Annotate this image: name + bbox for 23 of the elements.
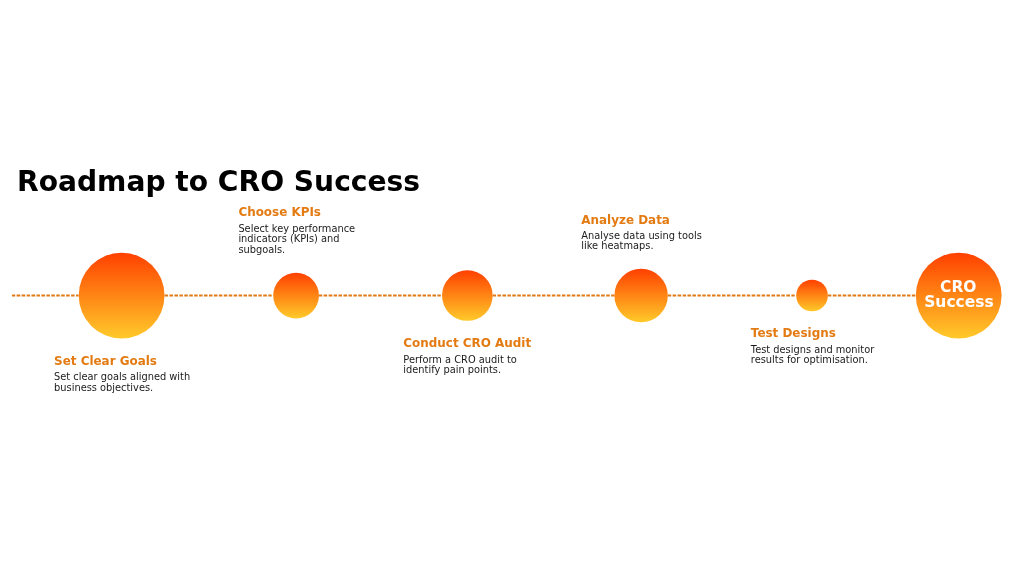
connector [828,294,916,297]
node-circle [78,252,165,338]
node-circle [273,272,319,318]
connector [492,294,615,297]
node-label: Perform a CRO audit to identify pain points. [403,353,517,375]
node-label: Analyse data using tools like heatmaps. [581,229,702,251]
node-circle [442,269,493,321]
connector [319,294,442,297]
node-label: Conduct CRO Audit [403,335,532,350]
node-label: Choose KPIs [238,204,321,219]
node-label: Select key performance indicators (KPIs) and subgoals. [238,222,356,255]
node-label: Set clear goals aligned with business objectives. [54,370,191,393]
node-label: Set Clear Goals [54,353,157,368]
node-label: Test designs and monitor results for optimisation. [750,343,875,365]
connector [667,294,797,297]
diagram-title: Roadmap to CRO Success [17,164,421,198]
node-circle [614,268,668,322]
node-label: Test Designs [750,325,836,340]
connector [164,294,274,297]
node-circle [796,279,828,311]
node-circle: CRO Success [915,252,1002,338]
node-label: Analyze Data [581,212,670,227]
connector [11,294,79,297]
